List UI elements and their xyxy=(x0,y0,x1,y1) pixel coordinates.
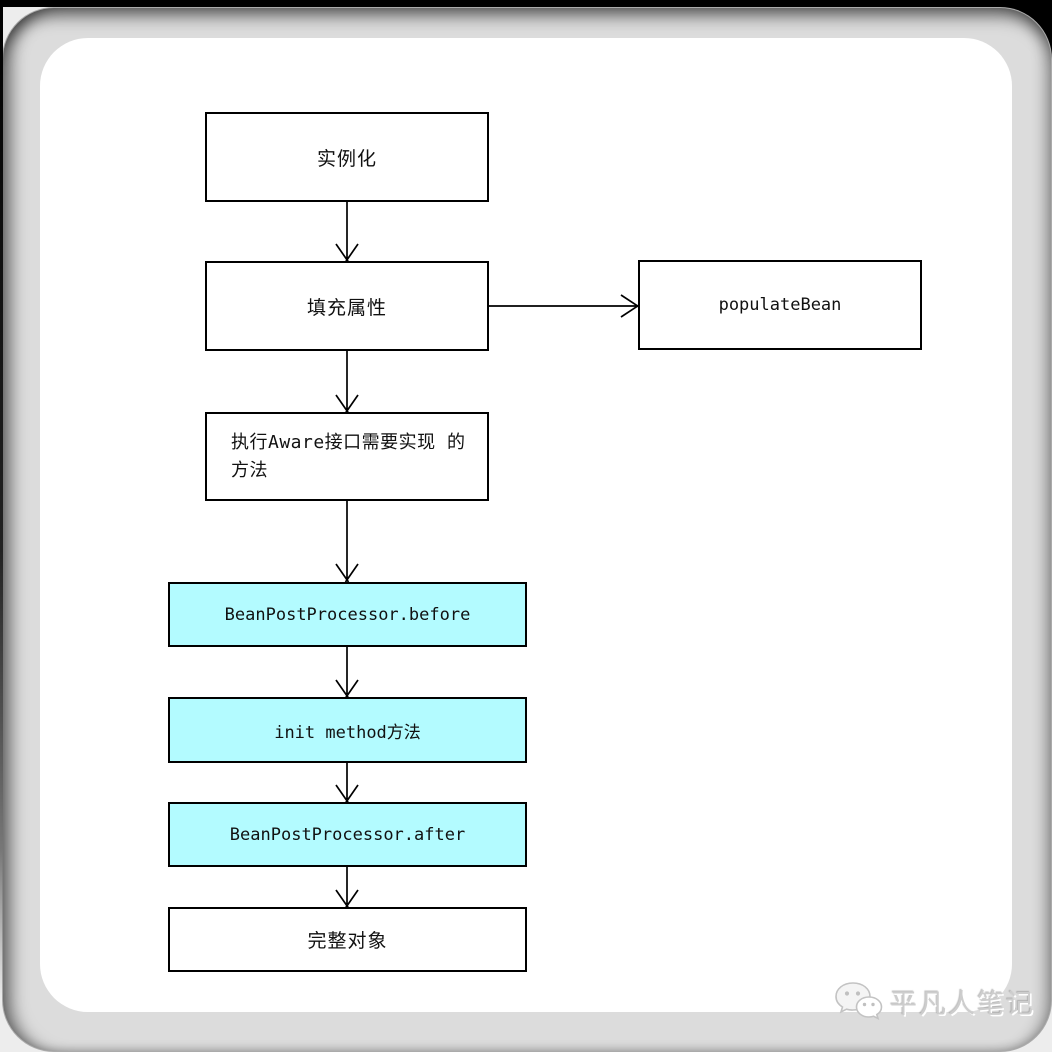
wechat-icon xyxy=(835,982,883,1021)
watermark-text: 平凡人笔记 xyxy=(890,988,1035,1020)
watermark: 平凡人笔记 xyxy=(833,980,1035,1022)
frame-top-edge xyxy=(0,0,1052,7)
node-init-method: init method方法 xyxy=(168,697,527,763)
node-aware-methods: 执行Aware接口需要实现 的方法 xyxy=(205,412,489,501)
node-populate-bean: populateBean xyxy=(638,260,922,350)
node-fill-properties: 填充属性 xyxy=(205,261,489,351)
node-bean-post-processor-after: BeanPostProcessor.after xyxy=(168,802,527,867)
node-instantiate: 实例化 xyxy=(205,112,489,202)
node-bean-post-processor-before: BeanPostProcessor.before xyxy=(168,582,527,647)
frame-left-edge xyxy=(0,0,3,1000)
node-complete-object: 完整对象 xyxy=(168,907,527,972)
